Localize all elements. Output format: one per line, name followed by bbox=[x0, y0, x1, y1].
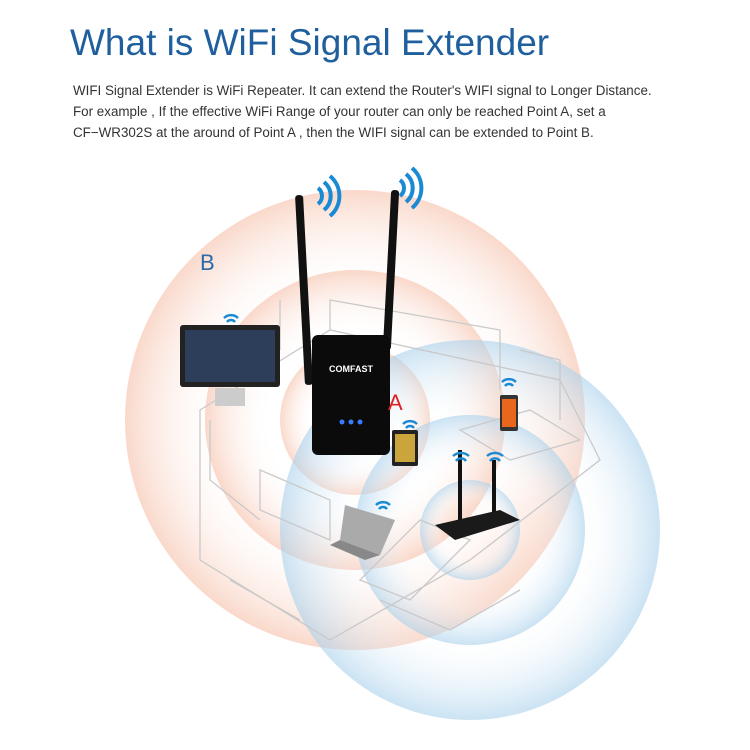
description-line: WIFI Signal Extender is WiFi Repeater. I… bbox=[73, 83, 652, 98]
laptop-device bbox=[330, 505, 395, 560]
small-wifi-icons bbox=[223, 313, 517, 510]
point-b-label: B bbox=[200, 250, 215, 275]
extender-brand: COMFAST bbox=[329, 364, 374, 374]
monitor-device bbox=[180, 325, 280, 406]
wifi-signal-icon bbox=[316, 166, 424, 218]
phone-device bbox=[500, 395, 518, 431]
router-device bbox=[435, 450, 520, 540]
description-line: CF−WR302S at the around of Point A , the… bbox=[73, 125, 594, 140]
page-title: What is WiFi Signal Extender bbox=[70, 22, 550, 63]
tablet-device bbox=[392, 430, 418, 466]
description: WIFI Signal Extender is WiFi Repeater. I… bbox=[73, 80, 713, 143]
extender-device: COMFAST bbox=[295, 190, 400, 455]
description-line: For example , If the effective WiFi Rang… bbox=[73, 104, 606, 119]
point-a-label: A bbox=[388, 390, 403, 415]
